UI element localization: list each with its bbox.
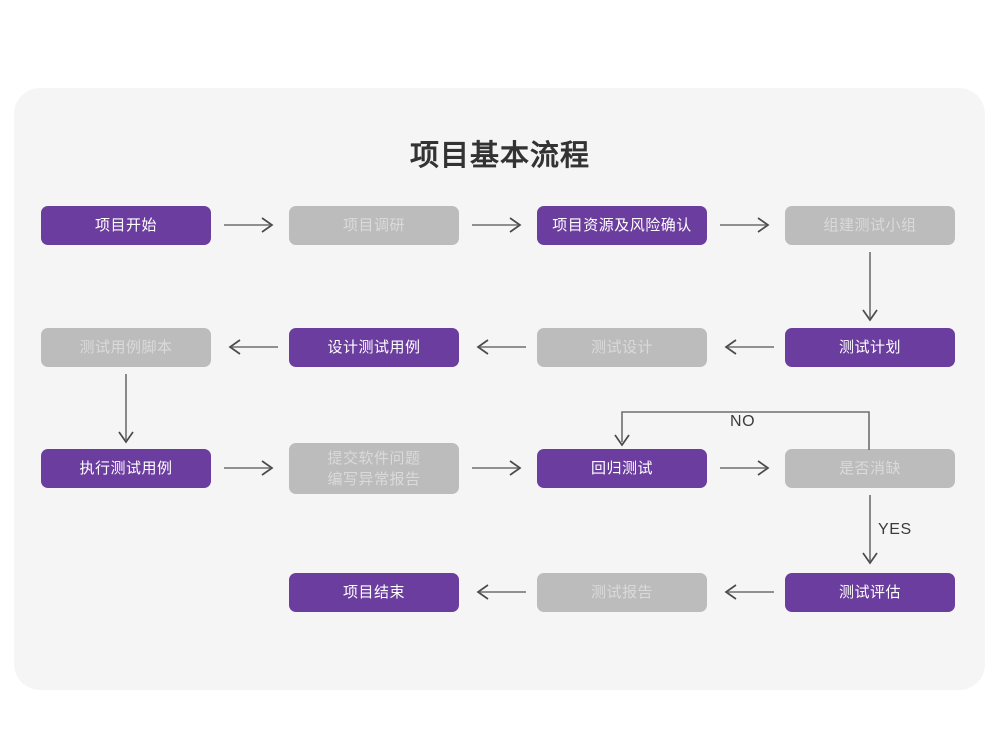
node-test-design[interactable]: 测试设计 xyxy=(537,328,707,367)
page-title: 项目基本流程 xyxy=(409,140,590,172)
node-execute-test-cases[interactable]: 执行测试用例 xyxy=(41,449,211,488)
node-test-case-script[interactable]: 测试用例脚本 xyxy=(41,328,211,367)
edge-label-no: NO xyxy=(730,413,756,430)
node-test-plan[interactable]: 测试计划 xyxy=(785,328,955,367)
node-build-test-team[interactable]: 组建测试小组 xyxy=(785,206,955,245)
node-project-start[interactable]: 项目开始 xyxy=(41,206,211,245)
node-test-evaluation[interactable]: 测试评估 xyxy=(785,573,955,612)
node-submit-defect-report[interactable]: 提交软件问题 编写异常报告 xyxy=(289,443,459,494)
node-test-report[interactable]: 测试报告 xyxy=(537,573,707,612)
node-regression-test[interactable]: 回归测试 xyxy=(537,449,707,488)
node-defect-resolved-decision[interactable]: 是否消缺 xyxy=(785,449,955,488)
edge-label-yes: YES xyxy=(878,521,912,538)
node-design-test-cases[interactable]: 设计测试用例 xyxy=(289,328,459,367)
node-project-end[interactable]: 项目结束 xyxy=(289,573,459,612)
node-project-research[interactable]: 项目调研 xyxy=(289,206,459,245)
node-resource-risk-confirm[interactable]: 项目资源及风险确认 xyxy=(537,206,707,245)
